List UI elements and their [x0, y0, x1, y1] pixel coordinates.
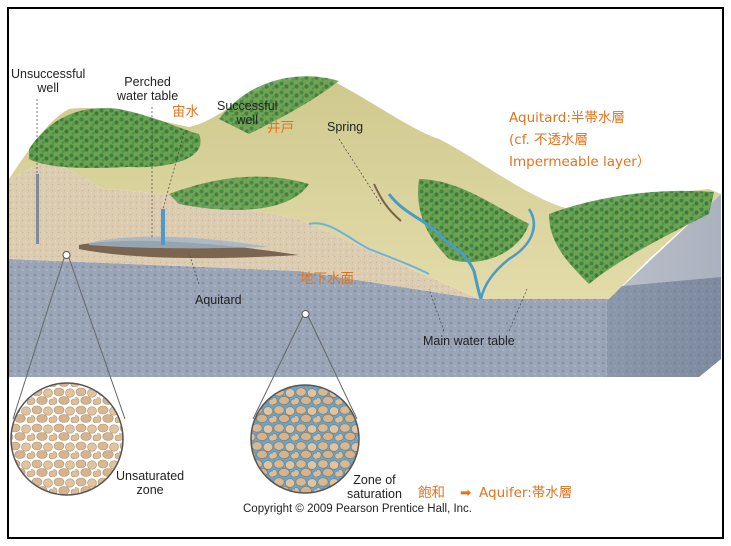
spring-label: Spring [327, 120, 363, 134]
zone-of-saturation-label: Zone ofsaturation [347, 473, 402, 501]
aquitard-label: Aquitard [195, 293, 242, 307]
perched-water-table-label: Perchedwater table [117, 75, 178, 103]
unsaturated-zone-label: Unsaturatedzone [116, 469, 184, 497]
aquifer-definition: Aquifer:帯水層 [479, 485, 572, 502]
copyright-notice: Copyright © 2009 Pearson Prentice Hall, … [243, 503, 472, 515]
unsuccessful-well-label: Unsuccessfulwell [11, 67, 85, 95]
main-water-table-label: Main water table [423, 334, 515, 348]
perched-jp-annotation: 宙水 [172, 104, 199, 121]
successful-well-shaft [161, 209, 165, 245]
unsuccessful-well-shaft [36, 174, 39, 244]
well-jp-annotation: 井戸 [267, 120, 294, 137]
groundwater-surface-annotation: 地下水面 [300, 271, 354, 288]
aquifer-arrow-icon: ➡ [460, 485, 471, 502]
saturation-jp-annotation: 飽和 [418, 485, 445, 502]
aquitard-definition: Aquitard:半帯水層 (cf. 不透水層 Impermeable laye… [509, 107, 650, 173]
diagram-frame: Unsuccessfulwell Perchedwater table Succ… [7, 7, 724, 539]
